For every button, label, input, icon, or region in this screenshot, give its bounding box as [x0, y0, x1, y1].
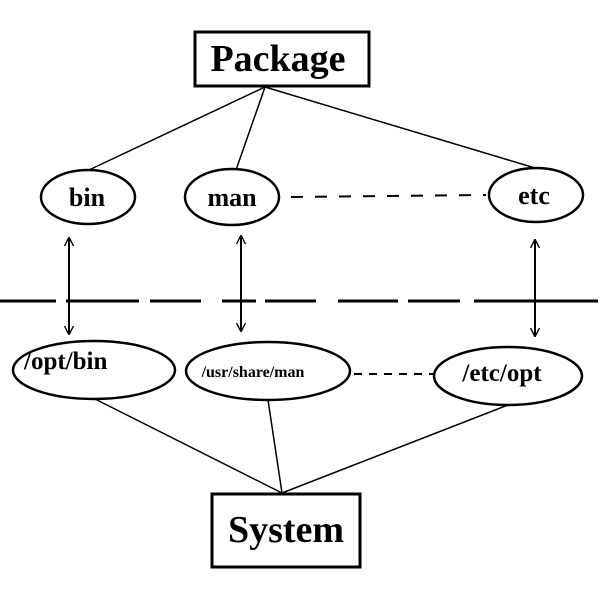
- package-box: Package: [193, 30, 371, 88]
- connector-etc-opt-system: [281, 404, 509, 494]
- node-opt-bin: /opt/bin: [11, 339, 177, 401]
- system-box: System: [210, 492, 362, 569]
- node-bin: bin: [39, 168, 137, 226]
- dashed-link-man-etc: [290, 194, 487, 198]
- system-label: System: [228, 509, 344, 551]
- node-man: man: [183, 167, 281, 227]
- node-etc: etc: [487, 166, 585, 224]
- node-bin-label: bin: [69, 183, 106, 212]
- connector-usr-share-man-system: [267, 399, 283, 494]
- node-man-label: man: [207, 183, 257, 212]
- node-opt-bin-label: /opt/bin: [23, 348, 107, 375]
- package-label: Package: [210, 38, 345, 80]
- node-usr-share-man: /usr/share/man: [184, 340, 352, 402]
- package-connectors: [88, 86, 536, 171]
- node-etc-opt: /etc/opt: [432, 345, 584, 407]
- connector-opt-bin-system: [92, 397, 283, 494]
- node-usr-share-man-label: /usr/share/man: [201, 364, 305, 381]
- node-etc-label: etc: [518, 181, 550, 210]
- connector-package-etc: [264, 86, 536, 169]
- connector-package-man: [235, 86, 266, 171]
- connector-package-bin: [88, 86, 266, 171]
- node-etc-opt-label: /etc/opt: [461, 360, 542, 387]
- system-connectors: [92, 397, 509, 494]
